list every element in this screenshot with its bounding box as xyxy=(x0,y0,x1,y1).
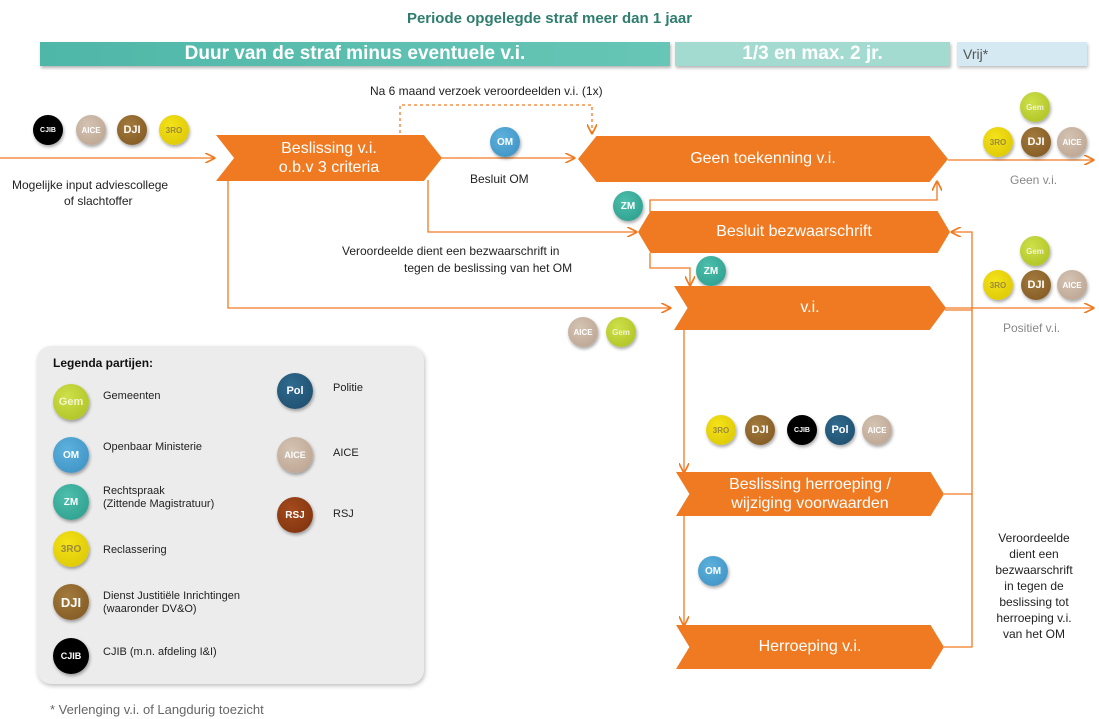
node-beslissing-herroeping[interactable]: Beslissing herroeping / wijziging voorwa… xyxy=(676,472,944,516)
right-note-line: in tegen de xyxy=(1004,579,1064,593)
legend-cjib-icon: CJIB xyxy=(53,638,89,674)
node-vi[interactable]: v.i. xyxy=(674,286,946,330)
legend-om-label: Openbaar Ministerie xyxy=(103,441,203,453)
3ro-badge: 3RO xyxy=(159,115,189,145)
node-besluit-bezwaarschrift-label: Besluit bezwaarschrift xyxy=(716,223,872,240)
node-herroeping-wijz-line1: Beslissing herroeping / xyxy=(729,476,891,493)
node-herroeping-wijz-line2: wijziging voorwaarden xyxy=(731,495,889,512)
legend-zm-line2: (Zittende Magistratuur) xyxy=(103,498,215,510)
cjib-badge: CJIB xyxy=(33,115,63,145)
legend-dji-label: Dienst Justitiële Inrichtingen (waaronde… xyxy=(103,590,240,616)
dji-badge: DJI xyxy=(1021,270,1051,300)
dji-badge: DJI xyxy=(117,115,147,145)
text-positief-vi: Positief v.i. xyxy=(1003,321,1061,335)
legend-panel: Legenda partijen: Gem Gemeenten OM Openb… xyxy=(37,346,424,684)
footnote: * Verlenging v.i. of Langdurig toezicht xyxy=(50,702,264,717)
cjib-badge: CJIB xyxy=(787,415,817,445)
right-note-line: dient een xyxy=(1009,547,1059,561)
diagram-title: Periode opgelegde straf meer dan 1 jaar xyxy=(406,10,693,27)
aice-badge: AICE xyxy=(1057,127,1087,157)
node-vi-label: v.i. xyxy=(800,299,820,316)
legend-gem-icon: Gem xyxy=(53,384,89,420)
node-geen-toekenning-label: Geen toekenning v.i. xyxy=(690,150,836,167)
right-note: Veroordeelde dient een bezwaarschrift in… xyxy=(978,530,1090,642)
right-note-line: beslissing tot xyxy=(999,595,1069,609)
bar-duur-label: Duur van de straf minus eventuele v.i. xyxy=(184,43,526,64)
node-herroeping-vi[interactable]: Herroeping v.i. xyxy=(676,625,944,669)
legend-dji-icon: DJI xyxy=(53,584,89,620)
right-note-line: van het OM xyxy=(1002,627,1066,641)
text-geen-vi: Geen v.i. xyxy=(1010,173,1058,187)
node-herroeping-vi-label: Herroeping v.i. xyxy=(758,638,862,655)
aice-badge: AICE xyxy=(76,115,106,145)
text-input-line2: of slachtoffer xyxy=(64,194,133,208)
text-bezwaar-line1: Veroordeelde dient een bezwaarschrift in xyxy=(342,244,560,258)
legend-rsj-icon: RSJ xyxy=(277,497,313,533)
node-beslissing-line1: Beslissing v.i. xyxy=(281,140,377,157)
node-geen-toekenning[interactable]: Geen toekenning v.i. xyxy=(578,136,948,182)
legend-aice-label: AICE xyxy=(333,447,359,459)
zm-badge: ZM xyxy=(613,191,643,221)
legend-om-icon: OM xyxy=(53,437,89,473)
pol-badge: Pol xyxy=(825,415,855,445)
aice-badge: AICE xyxy=(568,317,598,347)
node-beslissing-line2: o.b.v 3 criteria xyxy=(278,159,380,176)
bar-vrij: Vrij* xyxy=(957,42,1087,66)
node-beslissing-vi[interactable]: Beslissing v.i. o.b.v 3 criteria xyxy=(216,135,442,181)
legend-3ro-label: Reclassering xyxy=(103,544,167,556)
legend-title: Legenda partijen: xyxy=(53,356,154,370)
text-na6: Na 6 maand verzoek veroordeelden v.i. (1… xyxy=(370,84,603,98)
dji-badge: DJI xyxy=(745,415,775,445)
text-input-line1: Mogelijke input adviescollege xyxy=(12,178,169,192)
right-note-line: herroeping v.i. xyxy=(996,611,1072,625)
legend-aice-icon: AICE xyxy=(277,437,313,473)
legend-zm-label: Rechtspraak (Zittende Magistratuur) xyxy=(103,485,214,511)
gem-badge: Gem xyxy=(606,317,636,347)
legend-zm-icon: ZM xyxy=(53,484,89,520)
legend-cjib-label: CJIB (m.n. afdeling I&I) xyxy=(103,646,217,658)
zm-badge: ZM xyxy=(696,256,726,286)
om-badge: OM xyxy=(490,127,520,157)
legend-pol-label: Politie xyxy=(333,382,363,394)
legend-pol-icon: Pol xyxy=(277,373,313,409)
bar-vrij-label: Vrij* xyxy=(963,46,989,62)
right-note-line: Veroordeelde xyxy=(998,531,1070,545)
legend-dji-line1: Dienst Justitiële Inrichtingen xyxy=(103,590,240,602)
text-besluit-om: Besluit OM xyxy=(470,172,529,186)
legend-zm-line1: Rechtspraak xyxy=(103,485,165,497)
aice-badge: AICE xyxy=(862,415,892,445)
legend-gem-label: Gemeenten xyxy=(103,390,161,402)
text-bezwaar-line2: tegen de beslissing van het OM xyxy=(404,261,573,275)
3ro-badge: 3RO xyxy=(983,270,1013,300)
3ro-badge: 3RO xyxy=(983,127,1013,157)
legend-dji-line2: (waaronder DV&O) xyxy=(103,603,197,615)
bar-max: 1/3 en max. 2 jr. xyxy=(675,42,950,66)
bar-max-label: 1/3 en max. 2 jr. xyxy=(742,43,883,64)
gem-badge: Gem xyxy=(1020,92,1050,122)
om-badge: OM xyxy=(698,556,728,586)
gem-badge: Gem xyxy=(1020,236,1050,266)
aice-badge: AICE xyxy=(1057,270,1087,300)
legend-rsj-label: RSJ xyxy=(333,508,354,520)
dji-badge: DJI xyxy=(1021,127,1051,157)
node-besluit-bezwaarschrift[interactable]: Besluit bezwaarschrift xyxy=(638,211,950,253)
right-note-line: bezwaarschrift xyxy=(995,563,1073,577)
3ro-badge: 3RO xyxy=(706,415,736,445)
legend-3ro-icon: 3RO xyxy=(53,531,89,567)
bar-duur: Duur van de straf minus eventuele v.i. xyxy=(40,42,670,66)
